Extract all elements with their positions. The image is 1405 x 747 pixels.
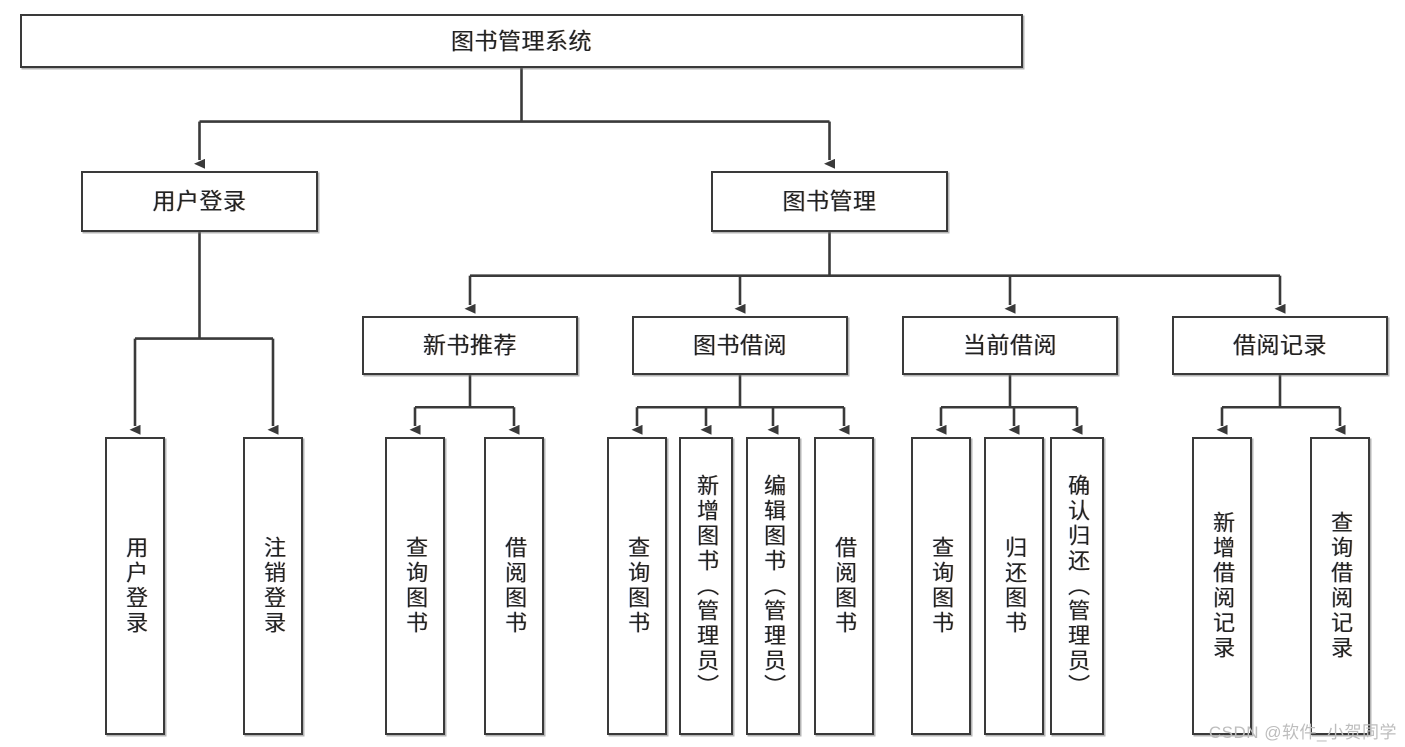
node-label: 图书借阅 <box>693 332 787 359</box>
node-label: 新增图书（管理员） <box>694 473 720 699</box>
node-l-logout[interactable]: 注销登录 <box>243 437 303 735</box>
node-l-b1[interactable]: 借阅图书 <box>484 437 544 735</box>
node-label: 用户登录 <box>123 536 149 636</box>
node-l-q2[interactable]: 查询图书 <box>607 437 667 735</box>
node-newrec[interactable]: 新书推荐 <box>362 316 578 375</box>
node-bookmgmt[interactable]: 图书管理 <box>711 171 948 232</box>
node-label: 借阅图书 <box>502 536 528 636</box>
node-label: 归还图书 <box>1002 536 1028 636</box>
node-label: 借阅记录 <box>1233 332 1327 359</box>
node-label: 查询借阅记录 <box>1328 511 1354 661</box>
node-label: 图书管理 <box>782 188 877 215</box>
node-label: 查询图书 <box>929 536 955 636</box>
node-label: 当前借阅 <box>963 332 1057 359</box>
node-l-edit[interactable]: 编辑图书（管理员） <box>746 437 800 735</box>
node-l-return[interactable]: 归还图书 <box>984 437 1044 735</box>
node-label: 用户登录 <box>152 188 247 215</box>
node-label: 新书推荐 <box>423 332 517 359</box>
node-label: 确认归还（管理员） <box>1065 473 1091 699</box>
node-l-addrec[interactable]: 新增借阅记录 <box>1192 437 1252 735</box>
node-current[interactable]: 当前借阅 <box>902 316 1118 375</box>
node-l-qrec[interactable]: 查询借阅记录 <box>1310 437 1370 735</box>
node-label: 编辑图书（管理员） <box>761 473 787 699</box>
node-l-login[interactable]: 用户登录 <box>105 437 165 735</box>
node-label: 查询图书 <box>625 536 651 636</box>
node-l-b2[interactable]: 借阅图书 <box>814 437 874 735</box>
node-label: 查询图书 <box>403 536 429 636</box>
node-l-confirm[interactable]: 确认归还（管理员） <box>1050 437 1104 735</box>
node-root[interactable]: 图书管理系统 <box>20 14 1023 68</box>
node-label: 借阅图书 <box>832 536 858 636</box>
node-l-q1[interactable]: 查询图书 <box>385 437 445 735</box>
node-records[interactable]: 借阅记录 <box>1172 316 1388 375</box>
node-label: 图书管理系统 <box>451 27 592 54</box>
node-label: 新增借阅记录 <box>1210 511 1236 661</box>
node-login[interactable]: 用户登录 <box>81 171 318 232</box>
node-l-q3[interactable]: 查询图书 <box>911 437 971 735</box>
node-borrow[interactable]: 图书借阅 <box>632 316 848 375</box>
node-l-add[interactable]: 新增图书（管理员） <box>679 437 733 735</box>
node-label: 注销登录 <box>261 536 287 636</box>
